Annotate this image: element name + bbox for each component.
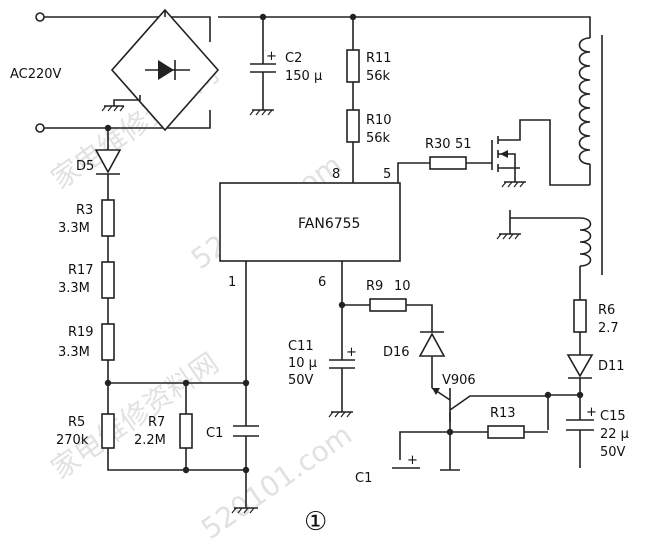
ic-name: FAN6755 [298,216,360,232]
d11-ref: D11 [598,359,625,374]
transformer-aux-coil [496,210,592,300]
r6-ref: R6 [598,303,615,318]
junction-ac-bottom [104,124,112,132]
r9-value: 10 [394,279,411,294]
capacitor-c2: + [249,17,277,116]
wire-r5-bottom [107,448,246,471]
r5-value: 270k [56,433,89,448]
svg-text:+: + [346,345,357,360]
resistor-r3 [101,199,115,237]
r10-ref: R10 [366,113,392,128]
resistor-r5 [101,413,115,449]
wire-ac-bottom [44,110,211,129]
r3-value: 3.3M [58,221,90,236]
junction-c1-bottom [242,466,250,474]
resistor-r9 [369,298,407,312]
c15-ref: C15 [600,409,626,424]
ac-input: AC220V [10,12,62,133]
wire-base [399,431,488,460]
r3-ref: R3 [76,203,93,218]
c11-voltage: 50V [288,373,314,388]
wire-ac-top [44,16,211,42]
r6-value: 2.7 [598,321,619,336]
ac-input-label: AC220V [10,67,62,82]
capacitor-c11: + [328,305,357,418]
resistor-r19 [101,323,115,361]
r9-ref: R9 [366,279,383,294]
resistor-r6 [573,299,587,333]
c1-ref: C1 [206,426,223,441]
plus-mark: + [407,453,418,468]
wire-r9-d16 [406,304,433,332]
r30-value: 51 [455,137,472,152]
junction-left-node [104,379,112,387]
v906-ref: V906 [442,373,476,388]
diode-d11 [566,354,594,379]
resistor-r13 [487,425,525,439]
capacitor-c15: + [566,405,597,468]
ac-terminal-top [35,12,45,22]
resistor-r11 [346,49,360,83]
r17-ref: R17 [68,263,94,278]
r17-value: 3.3M [58,281,90,296]
watermark-group: 家电维修资料网 520101.com 家电维修资料网 520101.com [45,56,358,544]
transistor-v906 [431,387,549,432]
ac-terminal-bottom [35,123,45,133]
c2-ref: C2 [285,51,302,66]
wire-node-pin1 [108,261,247,384]
r5-ref: R5 [68,415,85,430]
r11-ref: R11 [366,51,392,66]
resistor-r17 [101,261,115,299]
ic-pin-8: 8 [332,167,340,182]
r19-value: 3.3M [58,345,90,360]
ic-pin-6: 6 [318,275,326,290]
junction-r7-bottom [182,466,190,474]
figure-number: ① [304,507,327,537]
r10-value: 56k [366,131,391,146]
c1-partial-ref: C1 [355,471,372,486]
diode-d16 [418,331,446,388]
bottom-ground-icon [231,507,258,514]
d16-ref: D16 [383,345,410,360]
r7-value: 2.2M [134,433,166,448]
r19-ref: R19 [68,325,94,340]
c11-value: 10 μ [288,356,317,371]
svg-text:+: + [586,405,597,420]
r7-ref: R7 [148,415,165,430]
bridge-diode-symbol [145,60,190,80]
wire-pin5-r30 [397,162,430,183]
mosfet-switch [491,119,590,188]
bridge-ground-icon [101,95,141,112]
ic-fan6755 [219,182,401,262]
ic-pin-1: 1 [228,275,236,290]
resistor-r7 [179,413,193,449]
c11-ref: C11 [288,339,314,354]
svg-text:+: + [266,49,277,64]
r30-ref: R30 [425,137,451,152]
resistor-r10 [346,109,360,143]
transformer-primary-coil [578,37,591,185]
wire-dc-rail [218,16,591,38]
c2-value: 150 μ [285,69,322,84]
c15-value: 22 μ [600,427,629,442]
r11-value: 56k [366,69,391,84]
c15-voltage: 50V [600,445,626,460]
d5-ref: D5 [76,159,94,174]
resistor-r30 [429,156,467,170]
r13-ref: R13 [490,406,516,421]
ic-pin-5: 5 [383,167,391,182]
